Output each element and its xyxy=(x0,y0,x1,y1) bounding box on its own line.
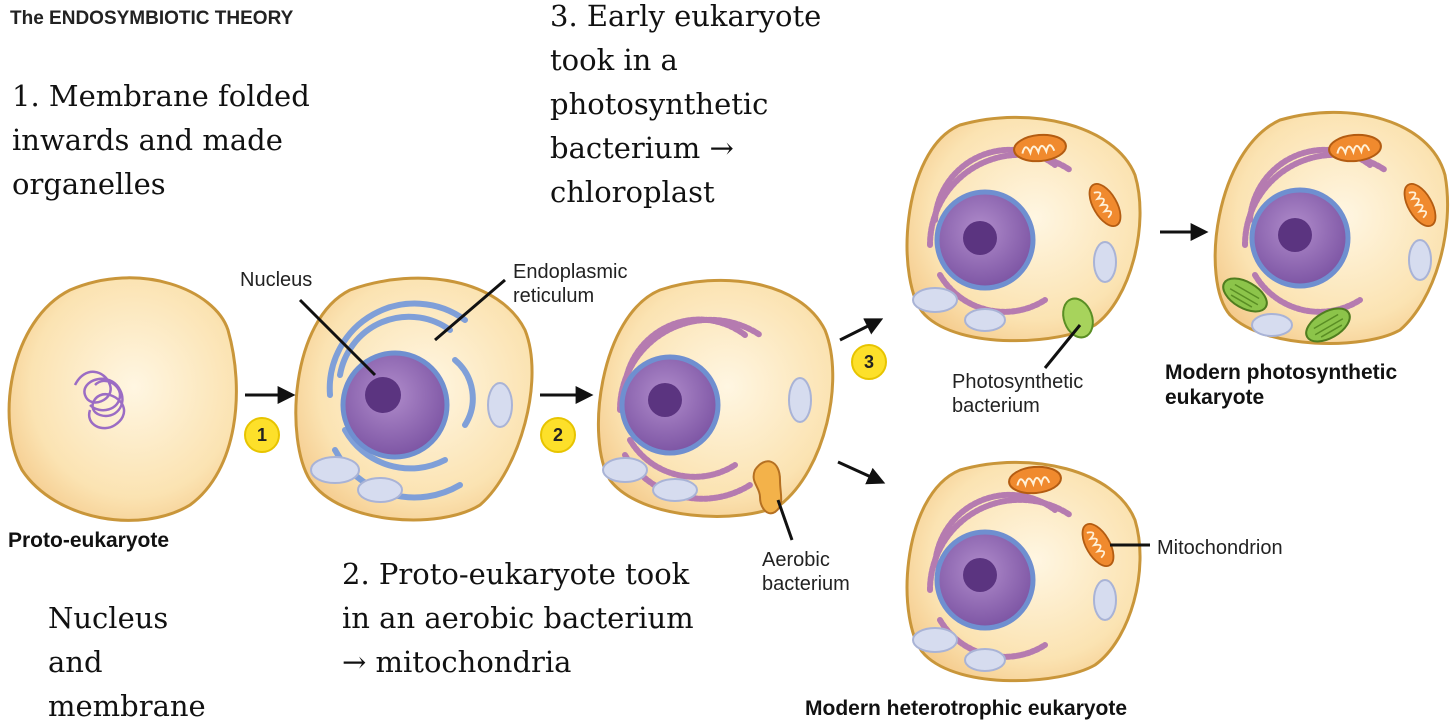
cell-engulfing-photosynthetic xyxy=(905,115,1142,343)
page-title: The ENDOSYMBIOTIC THEORY xyxy=(10,8,294,29)
label-line: Photosynthetic xyxy=(952,371,1084,393)
svg-text:2: 2 xyxy=(553,425,563,445)
note-line: and xyxy=(48,645,103,679)
cell-name-line: eukaryote xyxy=(1165,386,1265,409)
svg-text:1: 1 xyxy=(257,425,267,445)
note-line: membrane xyxy=(48,689,206,723)
label-endoplasmic-reticulum: Endoplasmic reticulum xyxy=(513,260,628,308)
modern-photosynthetic-cell xyxy=(1213,110,1449,350)
note-line: in an aerobic bacterium xyxy=(342,601,694,635)
dna-coil-icon xyxy=(73,370,126,430)
note-step-3: 3. Early eukaryote took in a photosynthe… xyxy=(550,0,821,214)
step-badge-3: 3 xyxy=(851,344,887,380)
cell-with-nucleus xyxy=(294,276,534,522)
note-line: 2. Proto-eukaryote took xyxy=(342,557,690,591)
note-line: photosynthetic xyxy=(550,87,769,121)
cell-name-proto: Proto-eukaryote xyxy=(8,529,170,552)
label-mitochondrion: Mitochondrion xyxy=(1157,537,1283,559)
step-badge-2: 2 xyxy=(540,417,576,453)
process-arrows xyxy=(245,223,1209,485)
label-line: Aerobic xyxy=(762,549,830,571)
label-line: reticulum xyxy=(513,285,595,307)
label-photosynthetic-bacterium: Photosynthetic bacterium xyxy=(952,370,1083,418)
label-nucleus: Nucleus xyxy=(240,269,313,291)
modern-heterotrophic-cell xyxy=(905,460,1142,683)
arrow-step-3 xyxy=(839,318,884,342)
svg-text:3: 3 xyxy=(864,352,874,372)
proto-eukaryote-cell xyxy=(7,276,238,522)
note-line: bacterium → xyxy=(550,131,734,165)
arrow-to-heterotroph xyxy=(837,460,886,485)
note-line: inwards and made xyxy=(12,123,283,157)
note-line: 3. Early eukaryote xyxy=(550,0,822,33)
note-line: organelles xyxy=(12,167,166,201)
cell-name-photosynthetic: Modern photosynthetic eukaryote xyxy=(1165,360,1397,410)
label-line: Endoplasmic xyxy=(513,261,628,283)
note-line: chloroplast xyxy=(550,175,715,209)
note-line: Nucleus xyxy=(48,601,169,635)
note-step-1: 1. Membrane folded inwards and made orga… xyxy=(12,74,310,206)
label-line: bacterium xyxy=(762,573,850,595)
label-line: bacterium xyxy=(952,395,1040,417)
step-badge-1: 1 xyxy=(244,417,280,453)
note-step-2: 2. Proto-eukaryote took in an aerobic ba… xyxy=(342,552,694,684)
note-line: took in a xyxy=(550,43,678,77)
cell-engulfing-aerobic xyxy=(596,278,835,518)
aerobic-bacterium-icon xyxy=(752,460,783,515)
note-line: 1. Membrane folded xyxy=(12,79,310,113)
label-pointers xyxy=(298,278,1150,547)
photosynthetic-bacterium-icon xyxy=(1062,297,1094,339)
cell-name-heterotrophic: Modern heterotrophic eukaryote xyxy=(805,697,1128,720)
note-line: → mitochondria xyxy=(342,645,572,679)
cell-name-line: Modern photosynthetic xyxy=(1165,361,1398,384)
note-nucleus-membrane: Nucleus and membrane xyxy=(48,596,206,728)
label-aerobic-bacterium: Aerobic bacterium xyxy=(762,548,850,596)
